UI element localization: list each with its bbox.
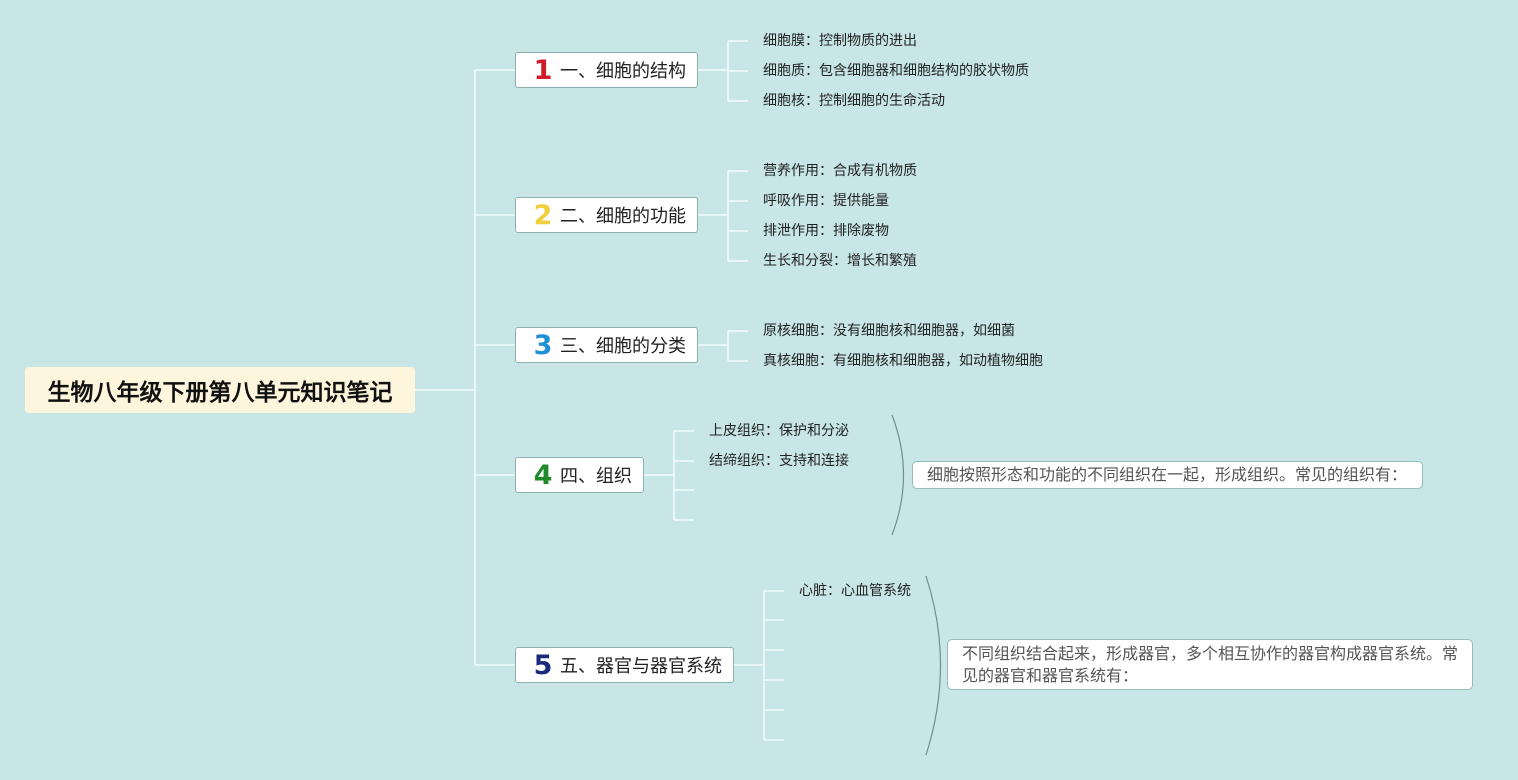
leaf-item[interactable]: 心脏：心血管系统 — [799, 583, 911, 599]
branch-cell-function[interactable]: 2 二、细胞的功能 — [515, 197, 698, 233]
root-title: 生物八年级下册第八单元知识笔记 — [47, 380, 393, 406]
branch-cell-classification[interactable]: 3 三、细胞的分类 — [515, 327, 698, 363]
leaf-item[interactable]: 排泄作用：排除废物 — [763, 223, 889, 239]
number-four-icon: 4 — [533, 459, 553, 491]
summary-bracket — [925, 575, 942, 756]
branch-cell-structure[interactable]: 1 一、细胞的结构 — [515, 52, 698, 88]
leaf-item[interactable]: 细胞膜：控制物质的进出 — [763, 33, 917, 49]
number-five-icon: 5 — [533, 649, 553, 681]
organ-summary-note[interactable]: 不同组织结合起来，形成器官，多个相互协作的器官构成器官系统。常见的器官和器官系统… — [947, 639, 1473, 690]
leaf-item[interactable]: 呼吸作用：提供能量 — [763, 193, 889, 209]
leaf-item[interactable]: 生长和分裂：增长和繁殖 — [763, 253, 917, 269]
number-three-icon: 3 — [533, 329, 553, 361]
summary-bracket — [891, 414, 905, 536]
branch-label: 三、细胞的分类 — [560, 336, 686, 357]
leaf-item[interactable]: 结缔组织：支持和连接 — [709, 453, 849, 469]
number-one-icon: 1 — [533, 54, 553, 86]
branch-organs-systems[interactable]: 5 五、器官与器官系统 — [515, 647, 734, 683]
branch-label: 四、组织 — [560, 466, 632, 487]
branch-label: 五、器官与器官系统 — [560, 656, 722, 677]
leaf-item[interactable]: 原核细胞：没有细胞核和细胞器，如细菌 — [763, 323, 1015, 339]
root-topic[interactable]: 生物八年级下册第八单元知识笔记 — [25, 367, 415, 413]
leaf-item[interactable]: 细胞质：包含细胞器和细胞结构的胶状物质 — [763, 63, 1029, 79]
branch-label: 一、细胞的结构 — [560, 61, 686, 82]
tissue-summary-note[interactable]: 细胞按照形态和功能的不同组织在一起，形成组织。常见的组织有： — [912, 461, 1423, 489]
leaf-item[interactable]: 上皮组织：保护和分泌 — [709, 423, 849, 439]
branch-label: 二、细胞的功能 — [560, 206, 686, 227]
number-two-icon: 2 — [533, 199, 553, 231]
branch-tissue[interactable]: 4 四、组织 — [515, 457, 644, 493]
leaf-item[interactable]: 营养作用：合成有机物质 — [763, 163, 917, 179]
leaf-item[interactable]: 真核细胞：有细胞核和细胞器，如动植物细胞 — [763, 353, 1043, 369]
leaf-item[interactable]: 细胞核：控制细胞的生命活动 — [763, 93, 945, 109]
